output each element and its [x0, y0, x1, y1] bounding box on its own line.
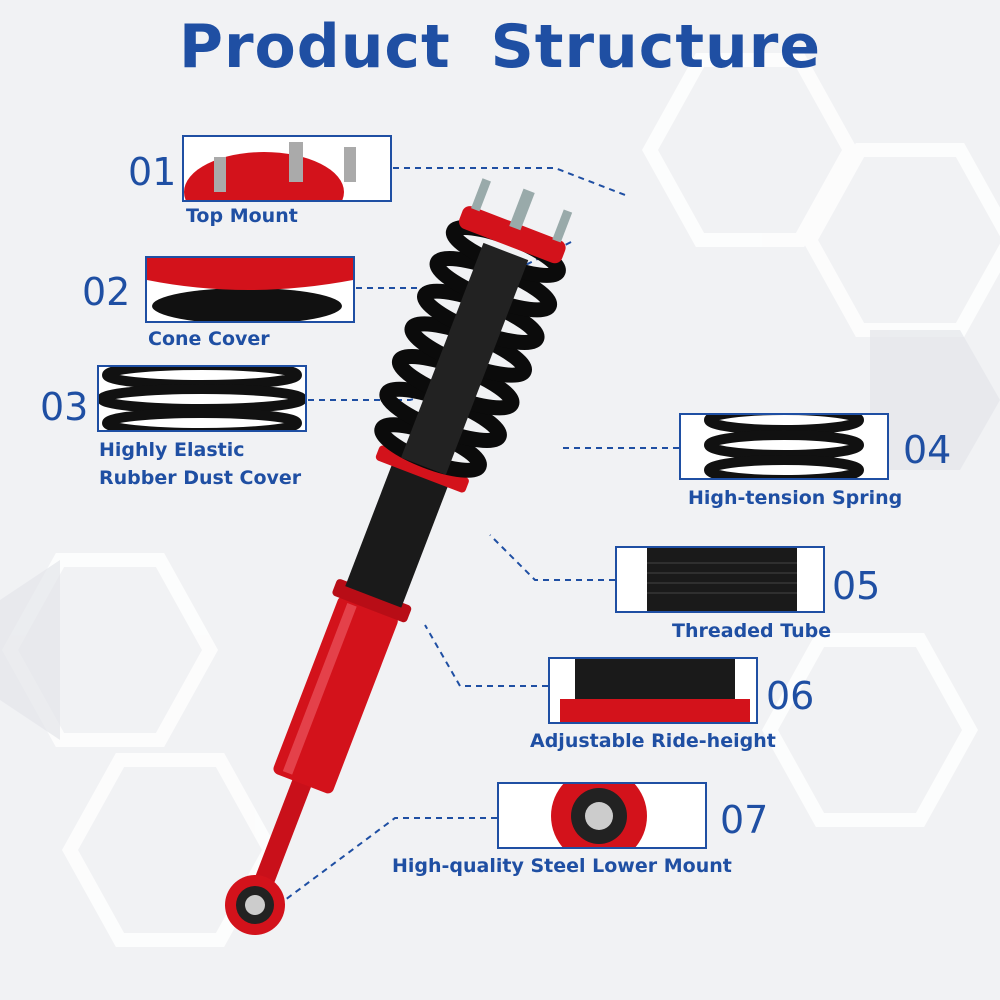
part-number-05: 05 — [832, 564, 881, 608]
label-cone-cover: Cone Cover — [148, 328, 270, 350]
part-number-07: 07 — [720, 798, 769, 842]
dust-cover-thumbnail — [97, 365, 307, 432]
part-number-01: 01 — [128, 150, 177, 194]
top-mount-thumbnail — [182, 135, 392, 202]
part-number-06: 06 — [766, 674, 815, 718]
threaded-tube-thumbnail — [615, 546, 825, 613]
label-threaded-tube: Threaded Tube — [672, 620, 832, 642]
cone-cover-thumbnail — [145, 256, 355, 323]
shock-absorber — [225, 178, 573, 935]
lower-mount-thumbnail — [497, 782, 707, 849]
part-number-02: 02 — [82, 270, 131, 314]
label-line-1: Highly Elastic — [99, 439, 245, 461]
spring-thumbnail — [679, 413, 889, 480]
ride-height-thumbnail — [548, 657, 758, 724]
part-number-03: 03 — [40, 385, 89, 429]
label-ride-height: Adjustable Ride-height — [530, 730, 776, 752]
label-lower-mount: High-quality Steel Lower Mount — [392, 855, 732, 877]
label-spring: High-tension Spring — [688, 487, 903, 509]
label-top-mount: Top Mount — [186, 205, 298, 227]
page-title: Product Structure — [178, 12, 822, 82]
part-number-04: 04 — [903, 428, 952, 472]
label-line-2: Rubber Dust Cover — [99, 467, 302, 489]
